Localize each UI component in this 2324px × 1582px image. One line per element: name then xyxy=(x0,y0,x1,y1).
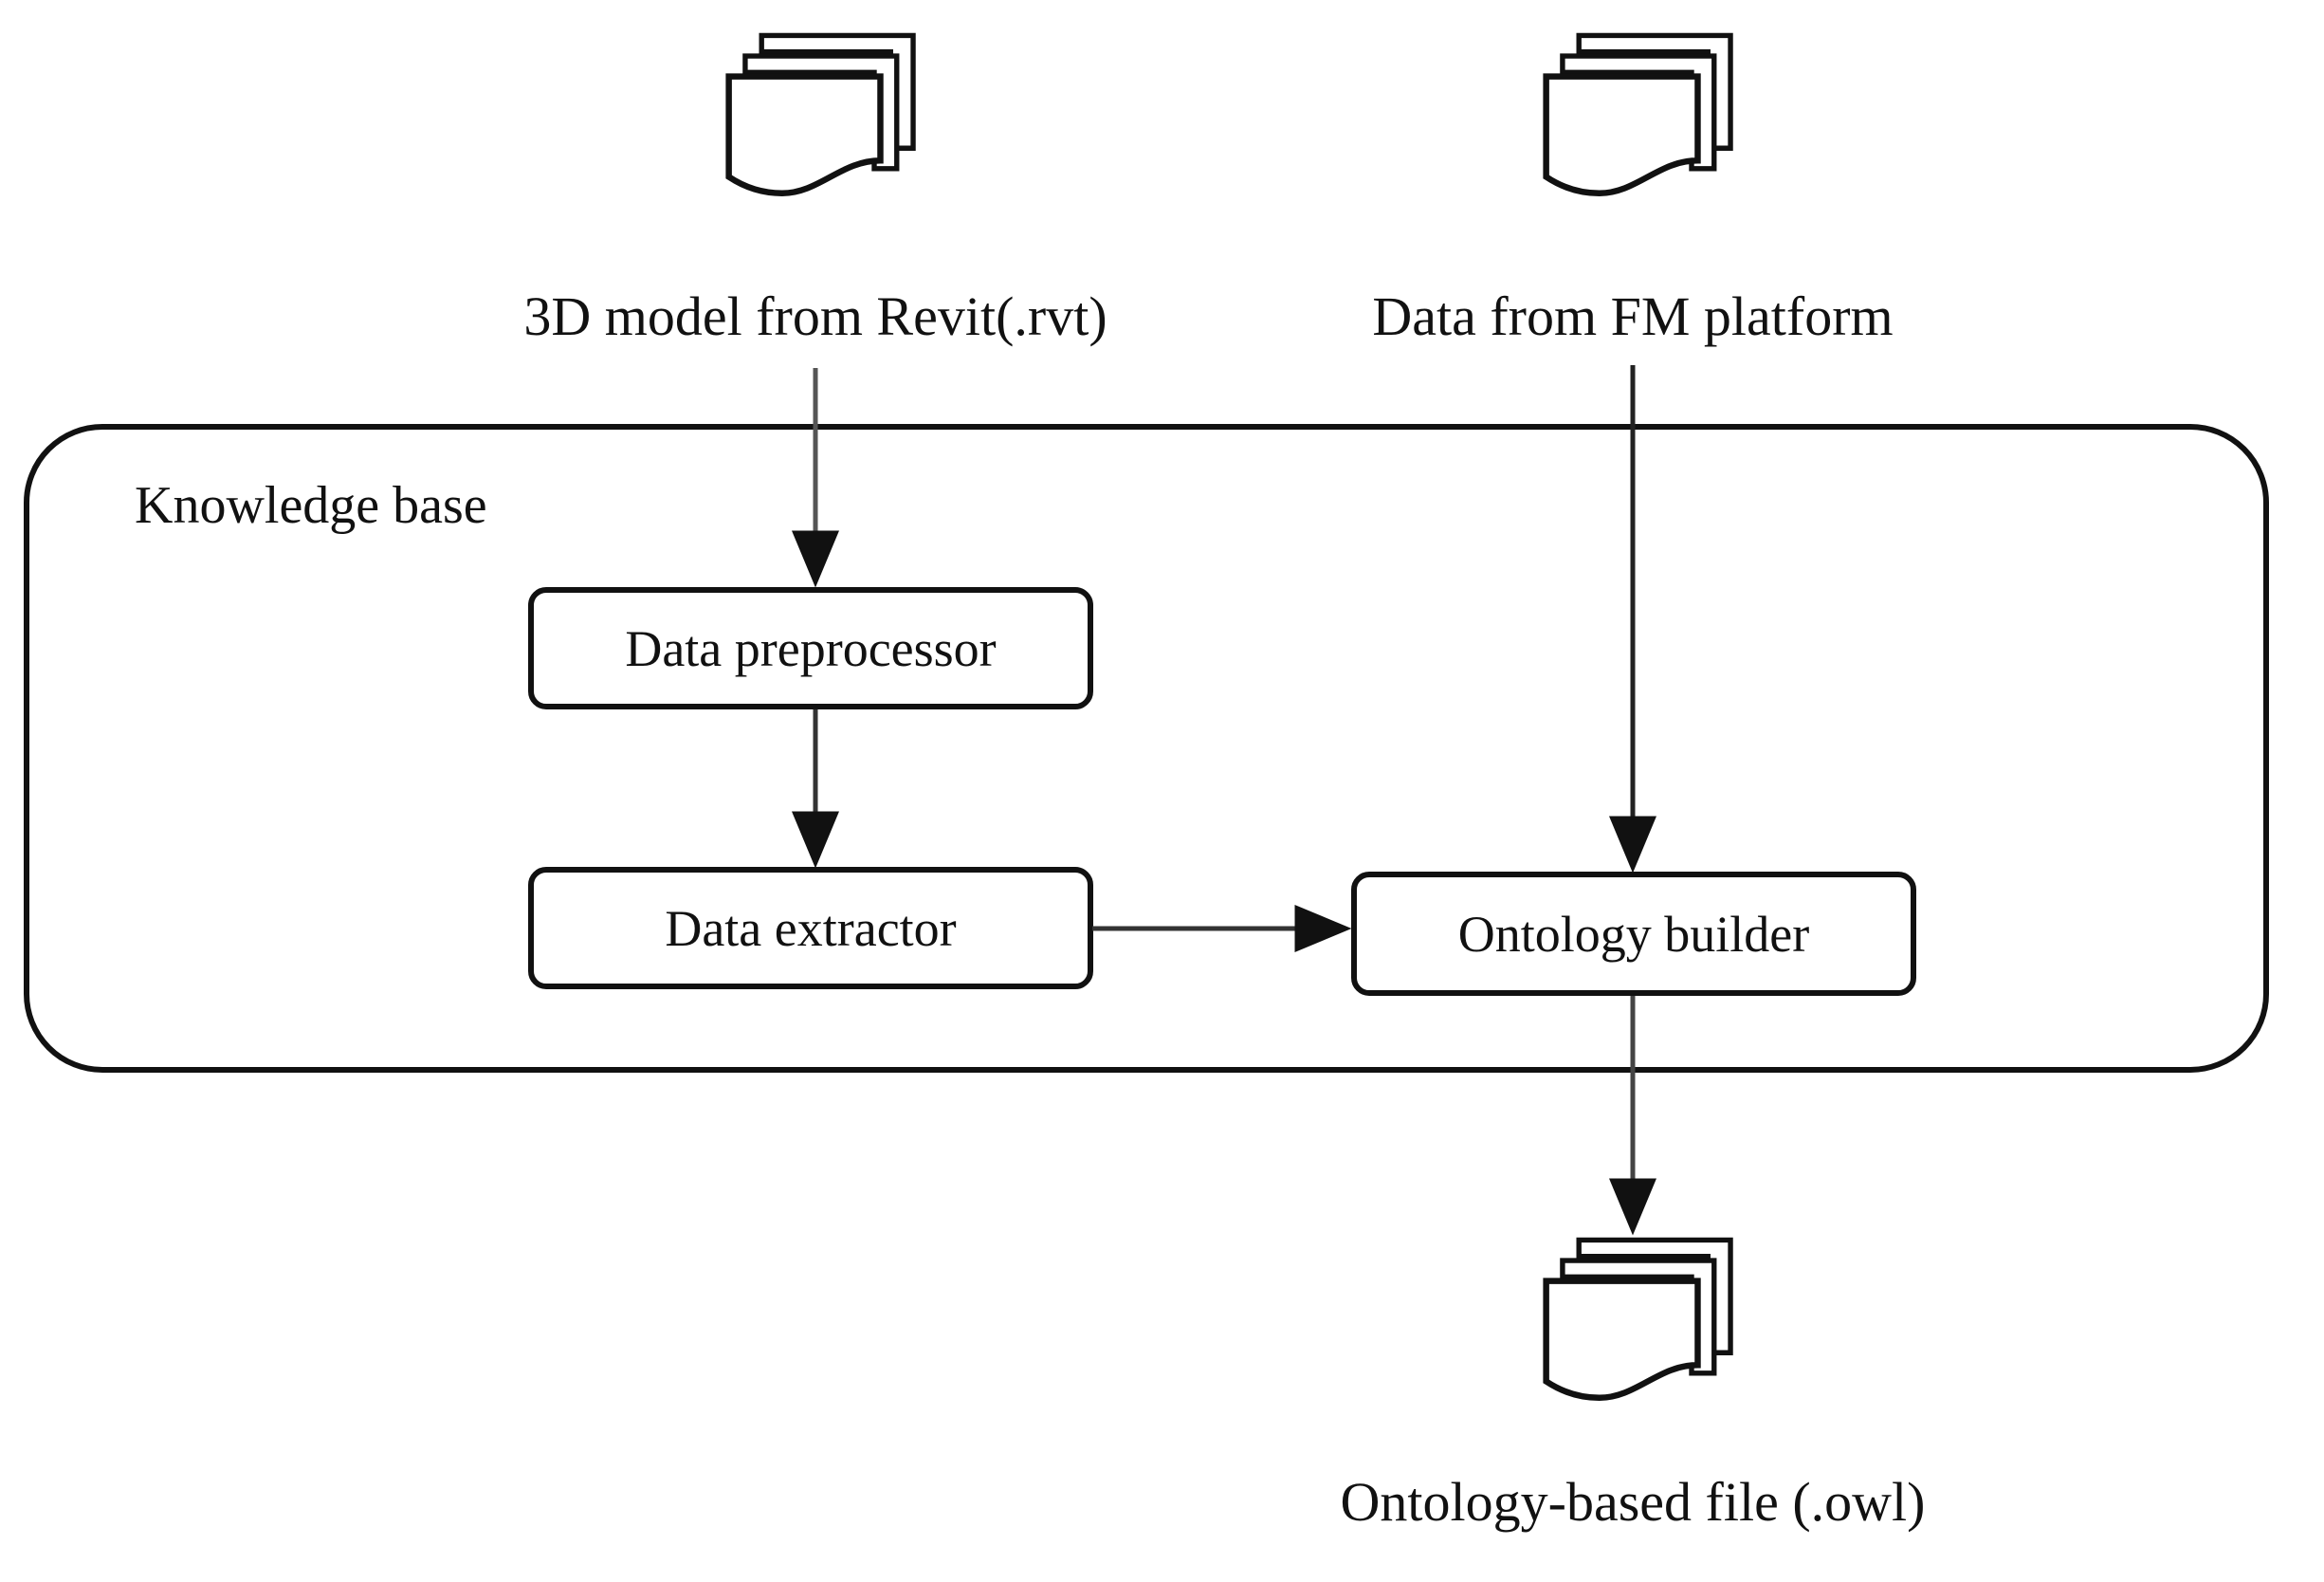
output-label-owl-file: Ontology-based file (.owl) xyxy=(1340,1471,1926,1533)
ontology-builder-box xyxy=(1351,872,1916,996)
data-extractor-label: Data extractor xyxy=(665,900,957,957)
document-stack-icon-owl xyxy=(1546,1240,1730,1397)
input-label-revit-model: 3D model from Revit(.rvt) xyxy=(523,285,1107,347)
data-preprocessor-box xyxy=(528,587,1093,709)
knowledge-base-container xyxy=(24,424,2269,1073)
input-label-fm-data: Data from FM platform xyxy=(1372,285,1894,347)
document-stack-icon-revit xyxy=(729,35,913,193)
data-preprocessor-label: Data preprocessor xyxy=(625,620,997,677)
ontology-builder-label: Ontology builder xyxy=(1457,906,1810,963)
document-stack-icon-fm xyxy=(1546,35,1730,193)
knowledge-base-label: Knowledge base xyxy=(135,476,487,535)
data-extractor-box xyxy=(528,867,1093,989)
